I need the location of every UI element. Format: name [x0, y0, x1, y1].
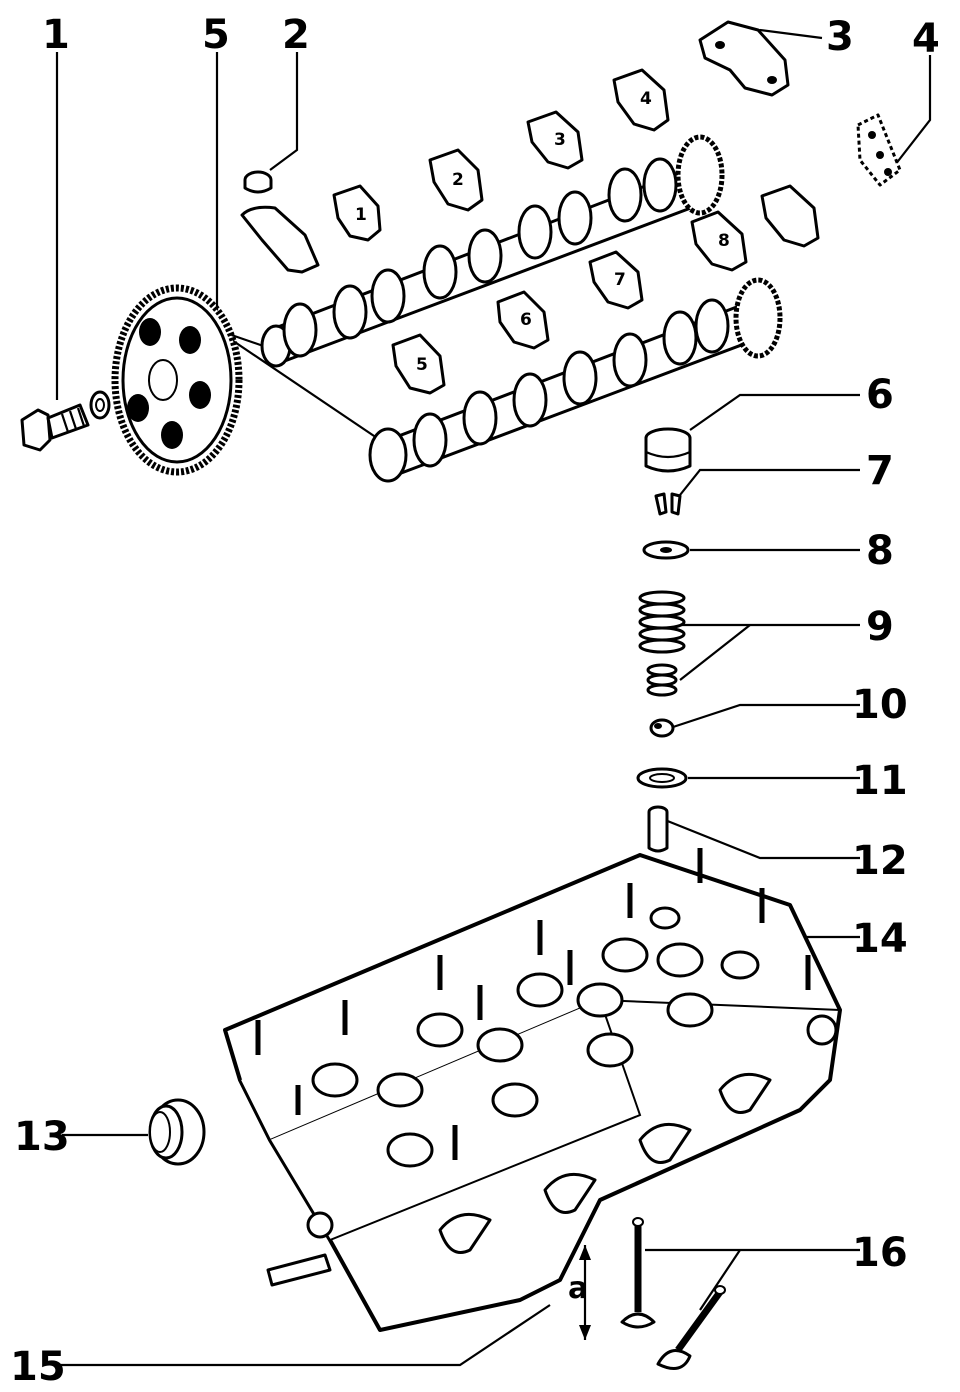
leader-5 — [215, 52, 276, 352]
callout-13: 13 — [14, 1114, 70, 1160]
callout-15: 15 — [10, 1344, 66, 1390]
svg-text:5: 5 — [416, 355, 428, 375]
svg-text:1: 1 — [355, 205, 367, 225]
valve-stem-seal — [649, 718, 675, 738]
callout-4: 4 — [912, 16, 940, 62]
svg-text:7: 7 — [614, 270, 626, 290]
callout-7: 7 — [866, 448, 894, 494]
valves — [620, 1217, 726, 1370]
dimension-a-label: a — [568, 1271, 588, 1306]
svg-text:4: 4 — [640, 89, 652, 109]
exhaust-camshaft — [368, 277, 783, 483]
camshaft-oil-seal — [148, 1098, 206, 1166]
bearing-caps: 1 2 3 4 5 6 — [240, 20, 820, 395]
callout-5: 5 — [202, 12, 230, 58]
callout-14: 14 — [852, 916, 908, 962]
callout-numbers: 1 2 3 4 5 6 7 8 9 10 11 12 14 13 15 16 — [10, 12, 940, 1390]
bearing-cap-3: 3 — [526, 110, 584, 170]
callout-9: 9 — [866, 604, 894, 650]
bearing-cap-7: 7 — [588, 250, 644, 310]
valve-springs — [638, 590, 686, 697]
leader-15 — [58, 1304, 551, 1367]
camshaft-sprocket — [111, 284, 243, 476]
svg-text:2: 2 — [452, 170, 464, 190]
callout-12: 12 — [852, 838, 908, 884]
cylinder-head: a — [223, 848, 842, 1340]
valve-spring-retainer — [642, 540, 690, 560]
dowel-sleeve — [243, 170, 273, 194]
oil-seal-chain — [856, 113, 902, 187]
bearing-cap-2: 2 — [428, 148, 484, 212]
thrust-bearing-cap — [698, 20, 790, 97]
exhaust-valve — [656, 1285, 726, 1370]
leader-2 — [269, 52, 299, 171]
bearing-cap-1: 1 — [332, 184, 382, 242]
callout-3: 3 — [826, 14, 854, 60]
leader-16b — [699, 1249, 741, 1311]
svg-text:6: 6 — [520, 310, 532, 330]
svg-text:3: 3 — [554, 130, 566, 150]
callout-8: 8 — [866, 528, 894, 574]
callout-1: 1 — [42, 12, 70, 58]
valve-collets — [654, 492, 682, 516]
leader-12 — [659, 816, 860, 860]
callout-10: 10 — [852, 682, 908, 728]
leader-5b — [216, 329, 381, 441]
leader-6 — [689, 393, 860, 431]
leader-7 — [679, 468, 860, 496]
bearing-cap-5: 5 — [391, 333, 446, 395]
svg-text:8: 8 — [718, 231, 730, 251]
leader-9b — [679, 624, 751, 681]
intake-camshaft — [260, 134, 725, 368]
leader-10 — [669, 703, 860, 730]
callout-2: 2 — [282, 12, 310, 58]
spring-seat-washer — [636, 767, 688, 789]
bearing-cap-4: 4 — [612, 68, 670, 132]
camshaft-sprocket-bolt — [20, 390, 111, 452]
callout-16: 16 — [852, 1230, 908, 1276]
callout-6: 6 — [866, 372, 894, 418]
leader-4 — [894, 55, 932, 166]
intake-valve — [620, 1217, 656, 1329]
bearing-cap-8: 8 — [690, 210, 748, 272]
bearing-cap-6: 6 — [496, 290, 550, 350]
hydraulic-tappet — [644, 427, 692, 473]
callout-11: 11 — [852, 758, 908, 804]
valve-guide — [647, 805, 669, 853]
